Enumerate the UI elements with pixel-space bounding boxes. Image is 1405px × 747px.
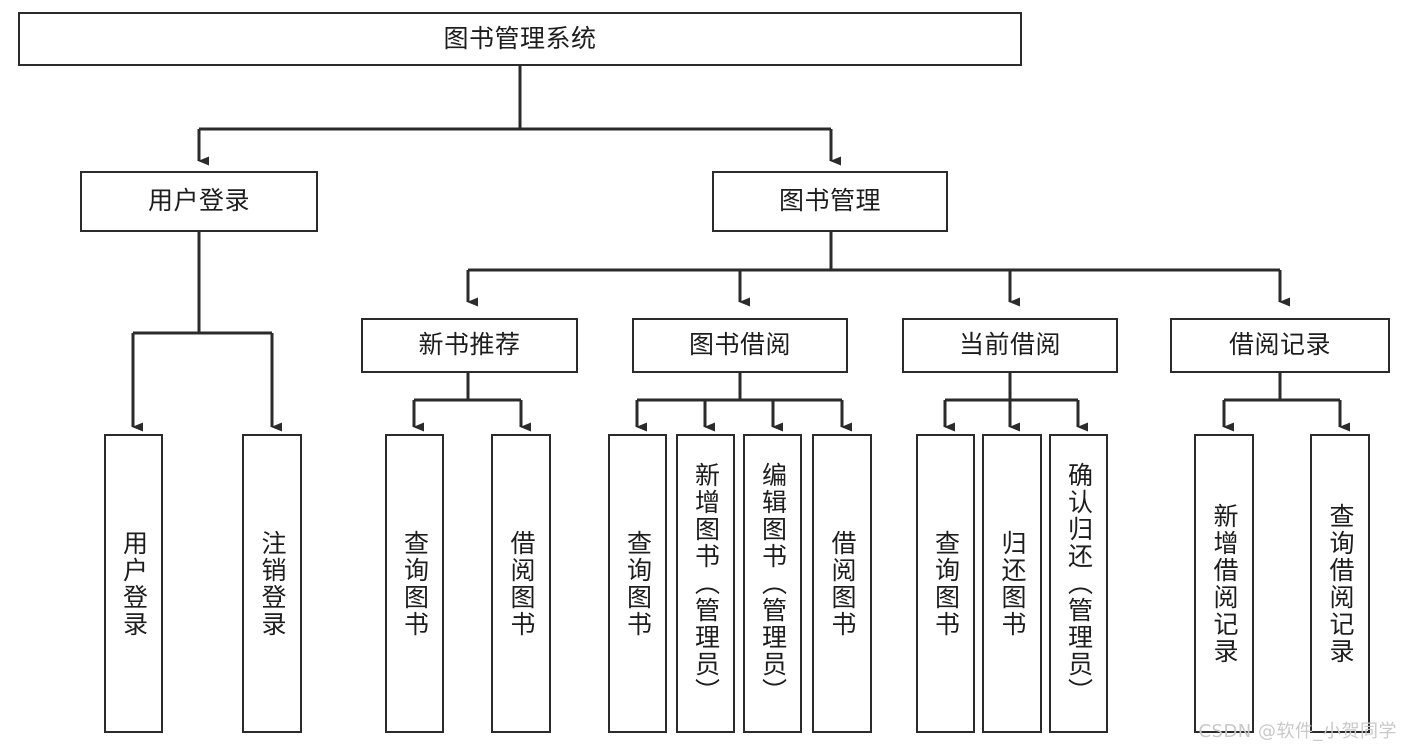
node-current-borrow-label: 当前借阅 [958, 330, 1061, 360]
node-leaf-return-book[interactable]: 归还图书 [982, 434, 1042, 733]
node-leaf-logout-login[interactable]: 注销登录 [242, 434, 302, 733]
node-leaf-add-book-label: 新增图书（管理员） [691, 462, 721, 705]
node-leaf-user-login-label: 用户登录 [119, 529, 149, 638]
node-root[interactable]: 图书管理系统 [18, 12, 1022, 66]
node-leaf-return-book-label: 归还图书 [998, 529, 1027, 638]
node-leaf-edit-book[interactable]: 编辑图书（管理员） [743, 434, 802, 733]
node-leaf-borrow-book-1[interactable]: 借阅图书 [491, 434, 551, 733]
node-leaf-borrow-book-2-label: 借阅图书 [828, 529, 857, 638]
node-leaf-logout-login-label: 注销登录 [258, 529, 287, 638]
node-leaf-query-book-3-label: 查询图书 [931, 529, 961, 638]
node-root-label: 图书管理系统 [443, 23, 597, 53]
node-leaf-edit-book-label: 编辑图书（管理员） [758, 462, 788, 705]
node-leaf-query-book-2-label: 查询图书 [623, 529, 653, 638]
node-book-manage-label: 图书管理 [778, 186, 881, 216]
node-leaf-query-book-1-label: 查询图书 [400, 529, 430, 638]
node-user-login[interactable]: 用户登录 [80, 171, 318, 232]
node-borrow-record-label: 借阅记录 [1228, 330, 1331, 360]
csdn-watermark: CSDN @软件_小贺同学 [1198, 721, 1397, 742]
node-leaf-confirm-return-label: 确认归还（管理员） [1064, 462, 1094, 705]
node-leaf-add-record[interactable]: 新增借阅记录 [1194, 434, 1254, 733]
node-user-login-label: 用户登录 [147, 186, 250, 216]
node-leaf-query-book-3[interactable]: 查询图书 [916, 434, 975, 733]
node-book-manage[interactable]: 图书管理 [712, 171, 948, 232]
node-book-borrow-label: 图书借阅 [688, 330, 791, 360]
node-book-borrow[interactable]: 图书借阅 [632, 318, 848, 373]
node-leaf-add-book[interactable]: 新增图书（管理员） [676, 434, 735, 733]
node-leaf-query-book-2[interactable]: 查询图书 [608, 434, 667, 733]
node-leaf-query-record[interactable]: 查询借阅记录 [1310, 434, 1370, 733]
node-leaf-confirm-return[interactable]: 确认归还（管理员） [1049, 434, 1108, 733]
node-current-borrow[interactable]: 当前借阅 [902, 318, 1118, 373]
node-new-book-recommend[interactable]: 新书推荐 [361, 318, 578, 373]
node-leaf-query-book-1[interactable]: 查询图书 [385, 434, 444, 733]
node-new-book-recommend-label: 新书推荐 [418, 330, 521, 360]
node-leaf-query-record-label: 查询借阅记录 [1326, 502, 1355, 665]
node-borrow-record[interactable]: 借阅记录 [1170, 318, 1390, 373]
node-leaf-borrow-book-2[interactable]: 借阅图书 [812, 434, 872, 733]
node-leaf-borrow-book-1-label: 借阅图书 [507, 529, 536, 638]
node-leaf-user-login[interactable]: 用户登录 [104, 434, 163, 733]
node-leaf-add-record-label: 新增借阅记录 [1210, 502, 1239, 665]
